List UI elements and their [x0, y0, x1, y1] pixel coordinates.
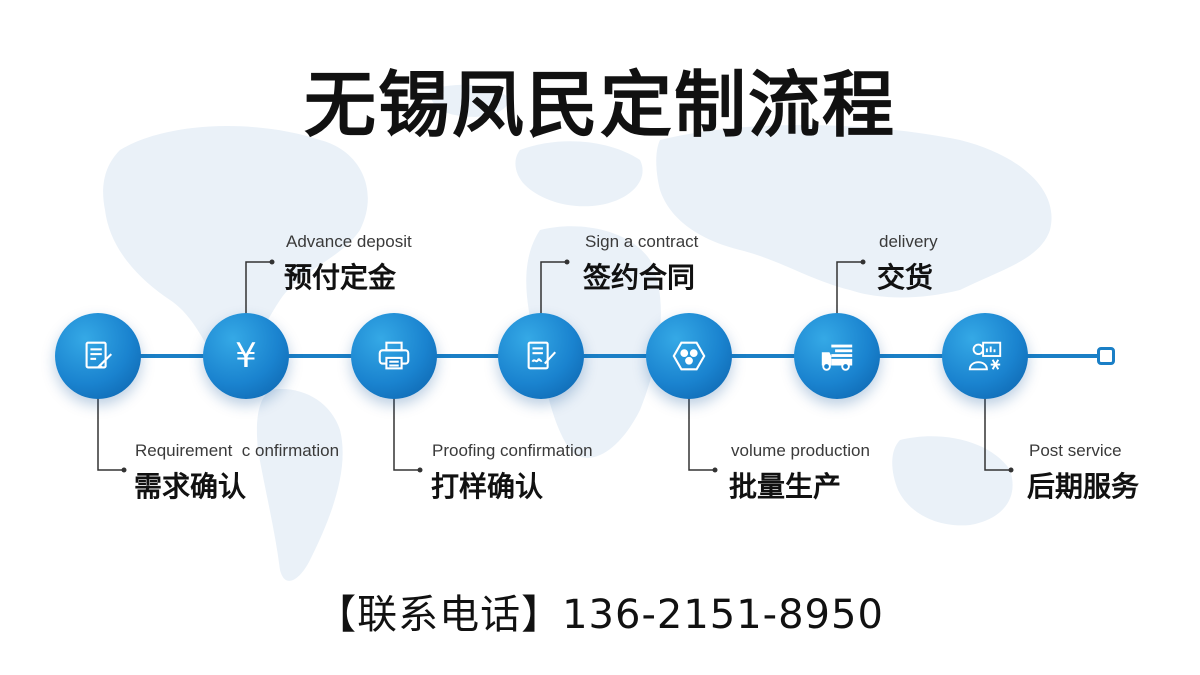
- step-6-node: [794, 313, 880, 399]
- step-2-en-label: Advance deposit: [286, 232, 412, 251]
- service-person-icon: [968, 341, 1002, 371]
- step-3-node: [351, 313, 437, 399]
- step-3-en-label: Proofing confirmation: [432, 441, 593, 460]
- step-2-node: ¥: [203, 313, 289, 399]
- step-7-node: [942, 313, 1028, 399]
- yen-icon: ¥: [235, 336, 257, 376]
- step-1-cn-label: 需求确认: [134, 470, 247, 503]
- step-6-en-label: delivery: [879, 232, 938, 251]
- step-5-en-label: volume production: [731, 441, 870, 460]
- contract-sign-icon: [527, 341, 557, 370]
- step-5-cn-label: 批量生产: [729, 470, 842, 503]
- step-4-en-label: Sign a contract: [585, 232, 699, 251]
- production-hexagon-icon: [672, 341, 706, 371]
- contact-phone: 【联系电话】136-2151-8950: [316, 592, 884, 638]
- step-1-en-label: Requirement c onfirmation: [135, 441, 340, 460]
- document-check-icon: [85, 341, 113, 369]
- timeline-end-cap: [1097, 347, 1115, 365]
- step-1-node: [55, 313, 141, 399]
- step-4-cn-label: 签约合同: [583, 261, 696, 294]
- step-6-cn-label: 交货: [877, 261, 934, 294]
- step-2-cn-label: 预付定金: [284, 261, 397, 294]
- step-7-en-label: Post service: [1029, 441, 1122, 460]
- printer-icon: [378, 341, 410, 370]
- step-4-node: [498, 313, 584, 399]
- delivery-truck-icon: [821, 344, 853, 371]
- page-title: 无锡凤民定制流程: [303, 63, 896, 147]
- step-5-node: [646, 313, 732, 399]
- step-7-cn-label: 后期服务: [1027, 470, 1140, 503]
- step-3-cn-label: 打样确认: [431, 470, 544, 503]
